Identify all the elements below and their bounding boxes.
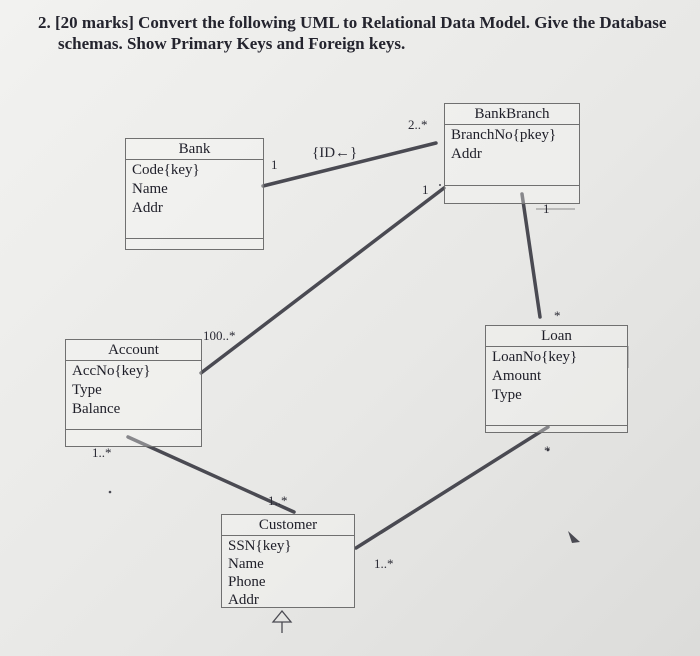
question-text: 2. [20 marks] Convert the following UML … (38, 12, 667, 54)
class-attributes: LoanNo{key} Amount Type (486, 347, 627, 426)
bank-branch-association (261, 141, 438, 188)
multiplicity-loan-customer-customer: 1..* (374, 556, 394, 571)
attribute: Code{key} (132, 162, 200, 178)
attribute: Type (72, 382, 102, 398)
multiplicity-bank-side: 1 (271, 157, 278, 172)
association-role-label: {ID←} (312, 145, 358, 161)
class-customer: Customer SSN{key} Name Phone Addr (221, 514, 355, 608)
attribute: SSN{key} (228, 538, 292, 554)
class-attributes: Code{key} Name Addr (126, 160, 263, 239)
attribute: AccNo{key} (72, 363, 151, 379)
multiplicity-account-customer-customer: 1..* (268, 493, 288, 508)
multiplicity-branch-loan-loan: * (554, 308, 561, 323)
multiplicity-loan-customer-loan: * (544, 443, 551, 458)
attribute: BranchNo{pkey} (451, 127, 557, 143)
attribute: Addr (132, 200, 163, 216)
branch-loan-association (520, 192, 542, 319)
multiplicity-branch-account-account: 100..* (203, 328, 236, 343)
class-name: Loan (486, 326, 627, 347)
attribute: Name (228, 556, 264, 572)
multiplicity-branch-side: 2..* (408, 117, 428, 132)
account-customer-association (126, 435, 296, 514)
branch-account-association (199, 186, 446, 375)
class-name: Bank (126, 139, 263, 160)
question-line-2: schemas. Show Primary Keys and Foreign k… (58, 34, 406, 53)
cursor-arrow-icon (568, 531, 580, 543)
attribute: Balance (72, 401, 121, 417)
class-attributes: AccNo{key} Type Balance (66, 361, 201, 430)
class-name: Account (66, 340, 201, 361)
multiplicity-branch-account-branch: 1 (422, 182, 429, 197)
class-attributes: SSN{key} Name Phone Addr (222, 536, 354, 610)
attribute: Addr (228, 592, 259, 608)
attribute: Addr (451, 146, 482, 162)
class-name: BankBranch (445, 104, 579, 125)
attribute: Name (132, 181, 168, 197)
multiplicity-branch-loan-branch: 1 (543, 201, 550, 216)
attribute: Type (492, 387, 522, 403)
generalization-triangle-icon (271, 609, 293, 623)
class-loan: Loan LoanNo{key} Amount Type (485, 325, 628, 433)
class-account: Account AccNo{key} Type Balance (65, 339, 202, 447)
attribute: Amount (492, 368, 542, 384)
multiplicity-account-customer-account: 1..* (92, 445, 112, 460)
class-name: Customer (222, 515, 354, 536)
class-bank: Bank Code{key} Name Addr (125, 138, 264, 250)
class-bankbranch: BankBranch BranchNo{pkey} Addr (444, 103, 580, 204)
attribute: LoanNo{key} (492, 349, 578, 365)
loan-customer-association (354, 425, 550, 550)
attribute: Phone (228, 574, 266, 590)
question-line-1: 2. [20 marks] Convert the following UML … (38, 13, 667, 32)
class-attributes: BranchNo{pkey} Addr (445, 125, 579, 186)
